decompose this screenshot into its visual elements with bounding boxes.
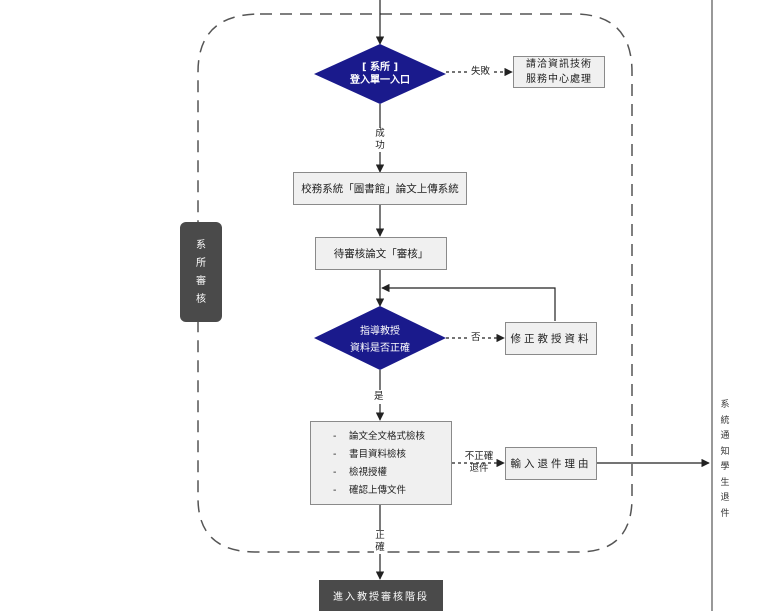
fix-advisor-box: 修正教授資料: [505, 322, 597, 355]
success-label: 成 功: [374, 128, 386, 152]
notice-char: 統: [720, 415, 730, 426]
correct-label: 正 確: [374, 530, 386, 554]
notice-char: 件: [720, 508, 730, 519]
check-item: 論文全文格式檢核: [333, 428, 451, 446]
student-notice-label: 系 統 通 知 學 生 退 件: [719, 398, 731, 522]
check-item: 確認上傳文件: [333, 482, 451, 500]
correct-char: 正: [375, 530, 385, 541]
fail-label: 失敗: [470, 66, 492, 78]
incorrect-line2: 退件: [469, 463, 489, 474]
advisor-check-diamond: [314, 306, 446, 370]
advisor-check-label: 指導教授 資料是否正確: [330, 323, 430, 357]
yes-label: 是: [374, 390, 384, 404]
upload-system-box: 校務系統「圖書館」論文上傳系統: [293, 172, 467, 205]
correct-char: 確: [375, 542, 385, 553]
badge-char: 系: [196, 240, 206, 251]
notice-char: 退: [720, 493, 730, 503]
notice-char: 知: [720, 446, 730, 457]
advisor-check-line1: 指導教授: [360, 326, 400, 337]
it-center-box: 請洽資訊技術 服務中心處理: [513, 56, 605, 88]
it-center-line2: 服務中心處理: [526, 74, 592, 85]
badge-char: 審: [196, 276, 206, 287]
badge-char: 核: [196, 294, 206, 305]
review-zone-boundary: [197, 13, 633, 553]
department-review-badge: 系 所 審 核: [180, 222, 222, 322]
no-label: 否: [470, 332, 482, 344]
incorrect-label: 不正確 退件: [462, 451, 496, 475]
notice-char: 系: [720, 400, 730, 410]
check-item: 書目資料檢核: [333, 446, 451, 464]
success-char: 成: [375, 128, 385, 139]
login-diamond: [314, 44, 446, 104]
it-center-line1: 請洽資訊技術: [526, 59, 592, 70]
login-line2: 登入單一入口: [350, 75, 410, 86]
check-item: 檢視授權: [333, 464, 451, 482]
badge-char: 所: [196, 258, 206, 269]
next-stage-box: 進入教授審核階段: [319, 580, 443, 611]
notice-char: 生: [720, 477, 730, 488]
return-reason-box: 輸入退件理由: [505, 447, 597, 480]
login-line1: [ 系所 ]: [361, 62, 399, 73]
success-char: 功: [375, 140, 385, 151]
advisor-check-line2: 資料是否正確: [350, 343, 410, 354]
edge-loop-back: [381, 283, 556, 321]
incorrect-line1: 不正確: [464, 451, 494, 462]
notice-char: 通: [720, 431, 730, 441]
checks-box: 論文全文格式檢核 書目資料檢核 檢視授權 確認上傳文件: [310, 421, 452, 505]
login-diamond-label: [ 系所 ] 登入單一入口: [330, 61, 430, 87]
pending-review-box: 待審核論文「審核」: [315, 237, 447, 270]
notice-char: 學: [720, 462, 730, 472]
